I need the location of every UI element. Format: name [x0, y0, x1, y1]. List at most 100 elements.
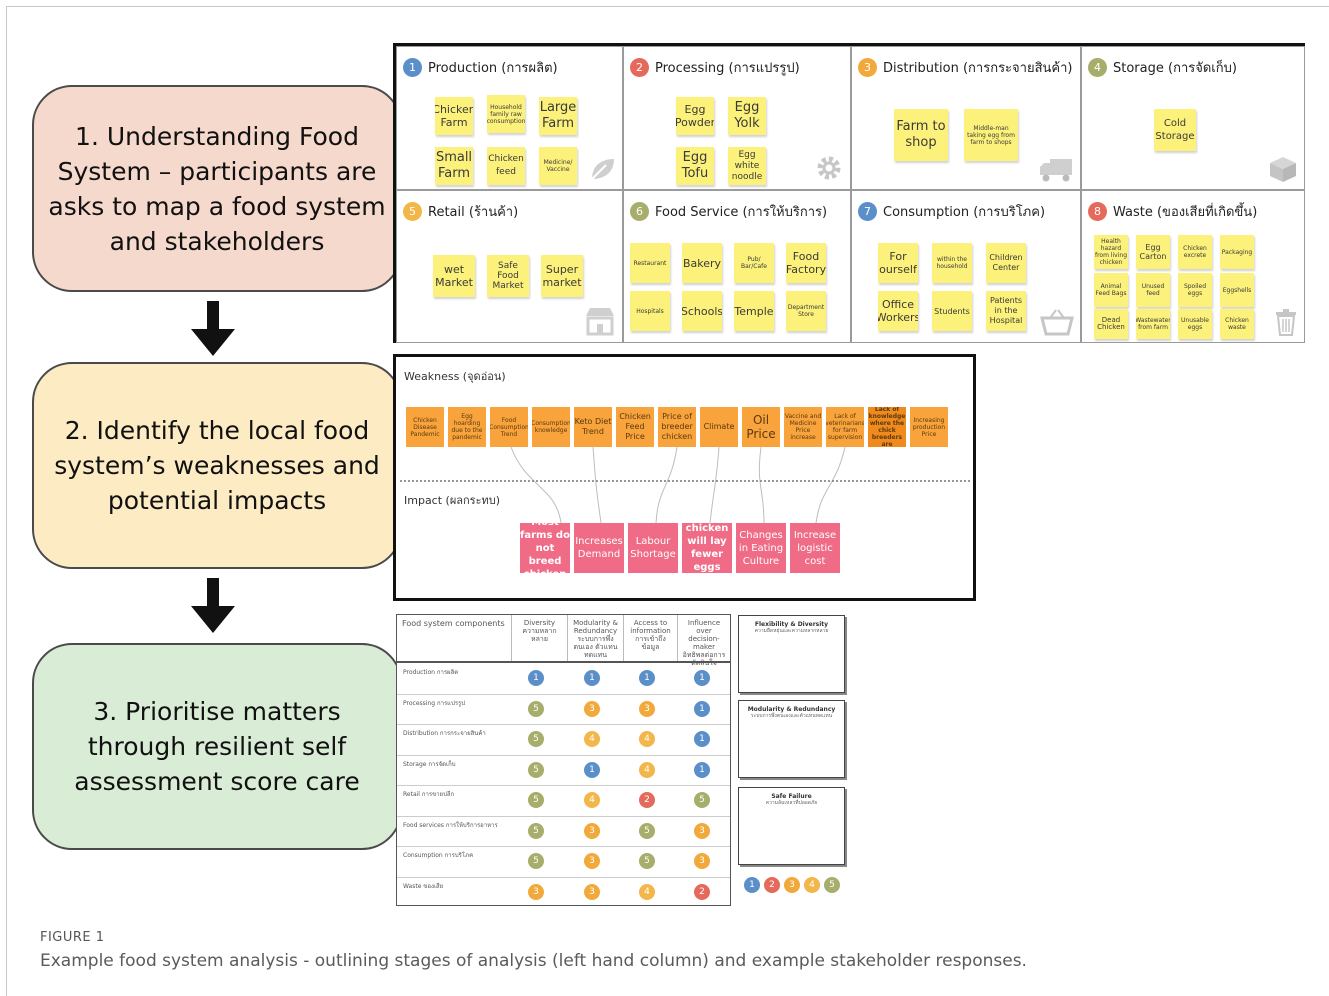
sticky-note: Pub/ Bar/Cafe — [734, 243, 774, 283]
sticky-note: Egg Powder — [676, 97, 714, 135]
cell-title: 2 Processing (การแปรรูป) — [630, 57, 800, 78]
row-divider — [397, 815, 730, 817]
weakness-note: Lack of veterinarians for farm supervisi… — [826, 407, 864, 447]
sticky-note: Bakery — [682, 243, 722, 283]
sticky-note: Patients in the Hospital — [986, 291, 1026, 331]
card-subtitle: ความล้มเหลวที่ปลอดภัย — [765, 800, 818, 806]
number-badge: 2 — [630, 58, 649, 77]
weakness-note: Vaccine and Medicine Price increase — [784, 407, 822, 447]
basket-icon — [1038, 306, 1074, 336]
cell-title-text: Consumption (การบริโภค) — [883, 205, 1046, 220]
sticky-note: Small Farm — [435, 147, 473, 185]
card-title: Flexibility & Diversity — [754, 621, 829, 628]
row-divider — [397, 846, 730, 847]
sticky-note: Farm to shop — [894, 109, 948, 161]
impact-note: Labour Shortage — [628, 523, 678, 573]
cell-title-text: Distribution (การกระจายสินค้า) — [883, 61, 1073, 76]
weakness-note: Chicken Disease Pandemic — [406, 407, 444, 447]
leaf-icon — [580, 153, 616, 183]
legend-dot: 4 — [804, 877, 820, 893]
number-badge: 1 — [403, 58, 422, 77]
sticky-note: Schools — [682, 291, 722, 331]
sticky-note: Wastewater from farm — [1136, 309, 1170, 339]
sticky-note: Medicine/ Vaccine — [539, 147, 577, 185]
cell-title: 5 Retail (ร้านค้า) — [403, 201, 518, 222]
number-badge: 6 — [630, 202, 649, 221]
weakness-note: Increasing production Price — [910, 407, 948, 447]
trash-icon — [1262, 306, 1298, 336]
score-dot: 4 — [584, 792, 600, 808]
legend-dot: 5 — [824, 877, 840, 893]
sticky-note: Safe Food Market — [487, 255, 529, 297]
table-header: Food system components — [402, 619, 505, 628]
step-3-box: 3. Prioritise matters through resilient … — [32, 643, 402, 850]
sticky-note: Health hazard from living chicken — [1094, 235, 1128, 269]
row-divider — [397, 876, 730, 878]
step-1-box: 1. Understanding Food System – participa… — [32, 85, 402, 292]
sticky-note: Chicken excrete — [1178, 235, 1212, 269]
cell-title-text: Production (การผลิต) — [428, 61, 558, 76]
sticky-note: Children Center — [986, 243, 1026, 283]
step-2-box: 2. Identify the local food system’s weak… — [32, 362, 402, 569]
impact-note: Most farms do not breed chicken — [520, 523, 570, 573]
figure-frame — [6, 6, 1329, 996]
card-subtitle: ความยืดหยุ่นและความหลากหลาย — [754, 628, 829, 634]
weakness-note: Egg hoarding due to the pandemic — [448, 407, 486, 447]
weakness-note: Price of breeder chicken — [658, 407, 696, 447]
weakness-title: Weakness (จุดอ่อน) — [404, 370, 506, 383]
number-badge: 5 — [403, 202, 422, 221]
step-2-text: 2. Identify the local food system’s weak… — [54, 416, 380, 515]
score-dot: 5 — [528, 700, 544, 717]
truck-icon — [1038, 153, 1074, 183]
score-dot: 1 — [694, 670, 710, 686]
weakness-note: Consumption knowledge — [532, 407, 570, 447]
sticky-note: Animal Feed Bags — [1094, 273, 1128, 307]
weakness-note: Keto Diet Trend — [574, 407, 612, 447]
score-dot: 3 — [528, 883, 544, 900]
sticky-note: Egg Yolk — [728, 97, 766, 135]
sticky-note: Chicken feed — [487, 147, 525, 185]
score-dot: 1 — [694, 700, 710, 717]
card-subtitle: ระบบการพึ่งตนเองและตัวแทนทดแทน — [750, 713, 833, 719]
weakness-note: Chicken Feed Price — [616, 407, 654, 447]
sticky-note: Food Factory — [786, 243, 826, 283]
score-dot: 3 — [694, 822, 710, 839]
table-row-label: Processing การแปรรูป — [403, 699, 466, 707]
box-icon — [1262, 153, 1298, 183]
sticky-note: Restaurant — [630, 243, 670, 283]
table-header: Access to information การเข้าถึงข้อมูล — [623, 615, 677, 661]
impact-note: chicken will lay fewer eggs — [682, 523, 732, 573]
table-row-label: Production การผลิต — [403, 669, 459, 676]
legend-dot: 3 — [784, 877, 800, 893]
sticky-note: Super market — [541, 255, 583, 297]
weakness-note: Oil Price — [742, 407, 780, 447]
card-title: Modularity & Redundancy — [747, 706, 836, 713]
number-badge: 4 — [1088, 58, 1107, 77]
table-header: Influence over decision-maker อิทธิพลต่อ… — [677, 615, 730, 667]
sticky-note: Unused feed — [1136, 273, 1170, 307]
sticky-note: Department Store — [786, 291, 826, 331]
score-dot: 3 — [639, 700, 655, 717]
sticky-note: Hospitals — [630, 291, 670, 331]
cell-title-text: Processing (การแปรรูป) — [655, 61, 800, 76]
impact-note: Changes in Eating Culture — [736, 523, 786, 573]
score-dot: 5 — [528, 822, 544, 839]
table-row-label: Waste ของเสีย — [403, 882, 444, 890]
sticky-note: For ourself — [878, 243, 918, 283]
impact-note: Increase logistic cost — [790, 523, 840, 573]
weakness-note: Lack of knowledge where the chick breede… — [868, 407, 906, 447]
cell-title-text: Retail (ร้านค้า) — [428, 205, 519, 220]
cell-title: 1 Production (การผลิต) — [403, 57, 558, 78]
weakness-note: Food Consumption Trend — [490, 407, 528, 447]
